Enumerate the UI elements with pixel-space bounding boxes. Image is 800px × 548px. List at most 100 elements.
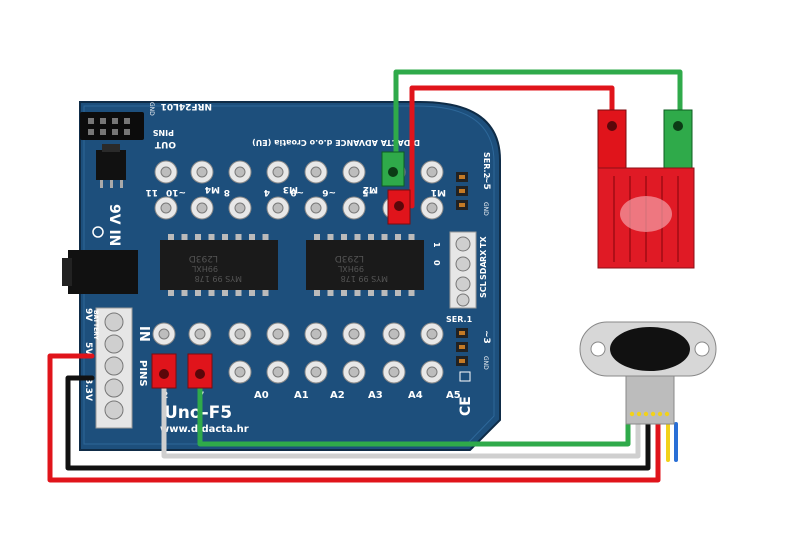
bottom-pin-label-6: A4: [408, 390, 423, 401]
motor-label-m3: M3: [283, 184, 298, 194]
chip2-legs-leg-1-1: [327, 290, 334, 296]
wire-black-bottom: [65, 375, 651, 471]
bottom-screw-upper-1-hole: [194, 328, 206, 340]
top-pin-label-3: 4: [264, 187, 270, 197]
bottom-screw-lower-0-hole: [234, 366, 246, 378]
motor-driver-chip-1: L293D 99HXL MYS 99 178: [160, 234, 278, 296]
chip2-legs-leg-7-1: [408, 290, 415, 296]
chip2-legs-leg-1-0: [327, 234, 334, 240]
warning-icon: [459, 371, 471, 382]
pins-lower-label: PINS: [137, 360, 148, 387]
distance-sensor: [579, 321, 717, 425]
bottom-screw-lower-3-hole: [348, 366, 360, 378]
chip2-legs-leg-6-1: [395, 290, 401, 296]
top-jumpers: [381, 151, 411, 225]
polarity-icon: [92, 226, 104, 238]
motor-label-m4: M4: [205, 184, 220, 194]
bottom-screw-upper-7-hole: [426, 328, 438, 340]
ser1-label: SER.1: [446, 315, 473, 324]
i2c-num-0: 0: [432, 260, 441, 266]
ser2-pins: [456, 172, 468, 210]
chip1-legs-leg-7-1: [262, 290, 269, 296]
chip1-legs-leg-2-1: [195, 290, 201, 296]
chip1-legs-leg-5-0: [235, 234, 242, 240]
chip1-line2: 99HXL: [191, 264, 218, 273]
dc-jack: [62, 250, 138, 294]
chip2-legs-leg-3-0: [354, 234, 361, 240]
wire-red-top: [409, 85, 615, 209]
wires: [47, 69, 683, 483]
chip2-line2: 99HXL: [337, 264, 364, 273]
top-screw-upper-3-hole: [272, 166, 284, 178]
i2c-num-1: 1: [432, 242, 441, 248]
bottom-pin-label-4: A2: [330, 390, 345, 401]
chip2-legs-leg-5-0: [381, 234, 388, 240]
chip1-legs-leg-6-1: [249, 290, 255, 296]
bottom-pin-label-7: A5: [446, 390, 461, 401]
chip1-legs-leg-0-1: [168, 290, 174, 296]
battery-terminal: [95, 307, 133, 429]
top-screw-upper-5-hole: [348, 166, 360, 178]
chip1-legs-leg-2-0: [195, 234, 201, 240]
chip1-legs-leg-5-1: [235, 290, 242, 296]
top-screw-lower-5-hole: [348, 202, 360, 214]
bottom-screw-lower-4-hole: [388, 366, 400, 378]
top-screw-upper-1-hole: [196, 166, 208, 178]
top-screw-lower-0-hole: [160, 202, 172, 214]
i2c-label-tx: TX: [479, 236, 488, 248]
bottom-pin-label-5: A3: [368, 390, 383, 401]
chip2-legs-leg-0-1: [314, 290, 320, 296]
top-pin-label-0: 11: [145, 187, 158, 197]
bottom-jumpers: [151, 353, 213, 389]
top-pin-label-4: ~9: [290, 187, 304, 197]
chip1-line3: MYS 99 178: [195, 274, 242, 283]
motor-label-m2: M2: [363, 184, 378, 194]
chip2-line1: L293D: [335, 253, 364, 263]
chip1-legs-leg-6-0: [249, 234, 255, 240]
top-screw-lower-7-hole: [426, 202, 438, 214]
nrf-label: NRF24L01: [161, 101, 212, 111]
top-screw-upper-7-hole: [426, 166, 438, 178]
top-screw-lower-3-hole: [272, 202, 284, 214]
chip1-legs-leg-7-0: [262, 234, 269, 240]
wire-gray-bottom: [161, 371, 641, 459]
chip1-legs-leg-3-0: [208, 234, 215, 240]
battery-label: BATTERY: [92, 310, 99, 340]
chip2-legs-leg-5-1: [381, 290, 388, 296]
chip1-legs-leg-1-0: [181, 234, 188, 240]
ce-mark: CE: [458, 396, 474, 416]
bottom-screw-upper-2-hole: [234, 328, 246, 340]
chip1-line1: L293D: [189, 253, 218, 263]
out-label: OUT: [154, 139, 176, 149]
gnd-small-label: GND: [148, 102, 155, 116]
bottom-screw-upper-5-hole: [348, 328, 360, 340]
v33-label: 3.3V: [83, 378, 93, 401]
board-website: www.didacta.hr: [160, 424, 249, 435]
chip2-legs-leg-4-0: [368, 234, 374, 240]
i2c-terminal: [449, 231, 477, 309]
chip1-legs-leg-4-1: [222, 290, 228, 296]
i2c-label-scl: SCL: [479, 281, 488, 298]
chip2-legs-leg-2-1: [341, 290, 347, 296]
gnd-right-top-label: GND: [482, 202, 489, 216]
top-screw-lower-1-hole: [196, 202, 208, 214]
chip2-legs-leg-0-0: [314, 234, 320, 240]
chip1-legs-leg-1-1: [181, 290, 188, 296]
v5-label: 5V: [83, 342, 93, 355]
top-screw-lower-2-hole: [234, 202, 246, 214]
in-label: IN: [136, 326, 151, 342]
nrf-header: [80, 112, 144, 140]
top-screw-upper-0-hole: [160, 166, 172, 178]
tilde5-label: ~5: [481, 176, 491, 190]
maker-label: DIDACTA ADVANCE d.o.o Croatia (EU): [252, 138, 420, 147]
chip1-legs-leg-0-0: [168, 234, 174, 240]
i2c-label-sda: SDA: [479, 261, 488, 280]
tilde3-label: ~3: [481, 330, 491, 344]
top-pin-label-2: 8: [224, 187, 230, 197]
top-screw-lower-4-hole: [310, 202, 322, 214]
pins-label: PINS: [152, 128, 174, 137]
bottom-screw-upper-4-hole: [310, 328, 322, 340]
top-screw-upper-4-hole: [310, 166, 322, 178]
i2c-label-rx: RX: [479, 249, 488, 262]
